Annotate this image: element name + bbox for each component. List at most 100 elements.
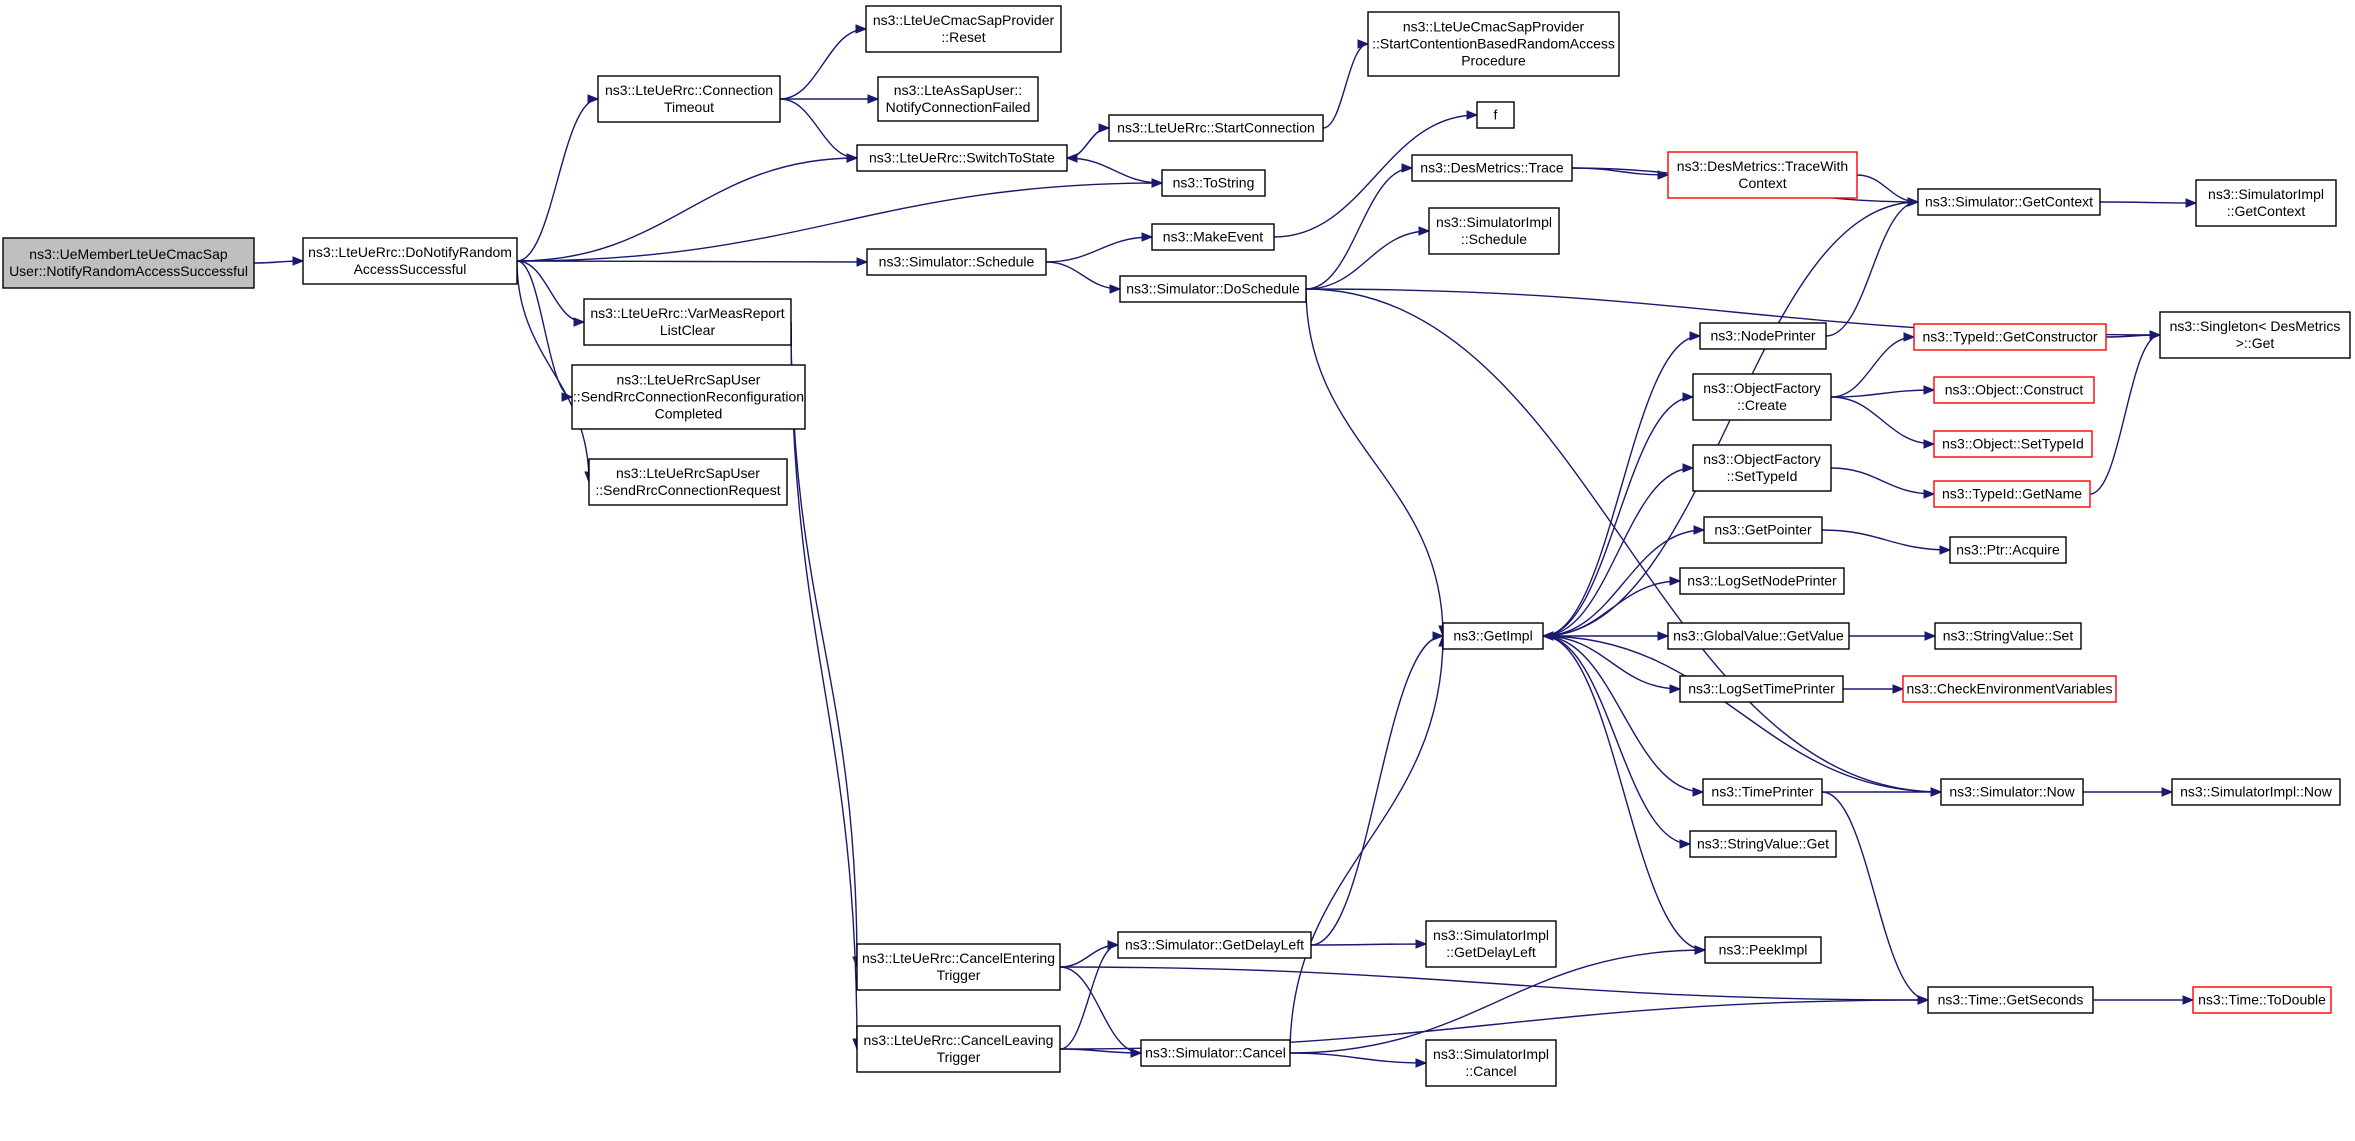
node-label: ns3::LteUeRrc::SwitchToState: [869, 150, 1055, 166]
node-box: [856, 144, 1068, 172]
node-srcrc[interactable]: ns3::LteUeRrcSapUser::SendRrcConnectionR…: [571, 364, 806, 430]
node-snow[interactable]: ns3::Simulator::Now: [1940, 778, 2084, 806]
node-cev[interactable]: ns3::CheckEnvironmentVariables: [1902, 675, 2117, 703]
node-nodep[interactable]: ns3::NodePrinter: [1699, 322, 1827, 350]
node-box: [1933, 430, 2093, 458]
node-ttd[interactable]: ns3::Time::ToDouble: [2192, 986, 2332, 1014]
edge-snow-to-getimpl: [1541, 631, 1942, 793]
node-tgn[interactable]: ns3::TypeId::GetName: [1933, 480, 2091, 508]
edge-ct-to-ncf: [779, 94, 880, 104]
edge-getimpl-to-nodep: [1542, 331, 1702, 637]
node-dmtrace[interactable]: ns3::DesMetrics::Trace: [1411, 154, 1573, 182]
node-root[interactable]: ns3::UeMemberLteUeCmacSapUser::NotifyRan…: [2, 237, 255, 289]
node-label: ns3::Time::ToDouble: [2198, 992, 2326, 1008]
edge-line: [1289, 635, 1444, 1054]
node-sigdl[interactable]: ns3::SimulatorImpl::GetDelayLeft: [1425, 920, 1557, 968]
edge-getimpl-to-ofc: [1542, 392, 1695, 637]
node-sinow[interactable]: ns3::SimulatorImpl::Now: [2171, 778, 2341, 806]
node-lsnp[interactable]: ns3::LogSetNodePrinter: [1679, 567, 1845, 595]
node-box: [1934, 622, 2082, 650]
node-label: ns3::Simulator::DoSchedule: [1126, 281, 1300, 297]
edge-arrowhead: [846, 153, 859, 163]
node-gvgv[interactable]: ns3::GlobalValue::GetValue: [1667, 622, 1850, 650]
node-svget[interactable]: ns3::StringValue::Get: [1689, 830, 1837, 858]
edge-arrowhead: [855, 24, 868, 34]
node-peek[interactable]: ns3::PeekImpl: [1704, 936, 1822, 964]
edge-line: [790, 321, 858, 1050]
node-tgc[interactable]: ns3::TypeId::GetConstructor: [1913, 323, 2107, 351]
edge-tp-to-tgs: [1821, 791, 1930, 1005]
edge-arrowhead: [573, 317, 586, 327]
edge-arrowhead: [1415, 939, 1428, 949]
node-sc[interactable]: ns3::LteUeRrc::StartConnection: [1108, 114, 1324, 142]
node-cmreset[interactable]: ns3::LteUeCmacSapProvider::Reset: [865, 5, 1062, 53]
node-singleton[interactable]: ns3::Singleton< DesMetrics >::Get: [2159, 311, 2351, 359]
node-label: ::Reset: [941, 29, 985, 45]
edge-line: [1322, 43, 1369, 129]
node-sicancel[interactable]: ns3::SimulatorImpl::Cancel: [1425, 1039, 1557, 1087]
edge-arrowhead: [1141, 232, 1154, 242]
node-label: ns3::LteAsSapUser::: [894, 82, 1022, 98]
node-sigetctx[interactable]: ns3::SimulatorImpl::GetContext: [2195, 179, 2337, 227]
node-box: [1161, 169, 1266, 197]
node-label: ns3::SimulatorImpl::Now: [2180, 784, 2333, 800]
node-scbra[interactable]: ns3::LteUeCmacSapProvider::StartContenti…: [1367, 11, 1620, 77]
node-lstp[interactable]: ns3::LogSetTimePrinter: [1679, 675, 1844, 703]
edge-arrowhead: [2161, 787, 2174, 797]
node-pacq[interactable]: ns3::Ptr::Acquire: [1949, 536, 2067, 564]
node-label: Context: [1738, 175, 1786, 191]
node-box: [1476, 101, 1515, 129]
node-getimpl[interactable]: ns3::GetImpl: [1442, 622, 1544, 650]
edge-line: [1305, 288, 1444, 637]
edge-arrowhead: [1682, 392, 1695, 402]
edge-arrowhead: [1924, 631, 1937, 641]
node-tostr[interactable]: ns3::ToString: [1161, 169, 1266, 197]
node-box: [1411, 154, 1573, 182]
node-ofsti[interactable]: ns3::ObjectFactory::SetTypeId: [1692, 444, 1832, 492]
edge-arrowhead: [1418, 226, 1431, 236]
node-ofc[interactable]: ns3::ObjectFactory::Create: [1692, 373, 1832, 421]
node-gptr[interactable]: ns3::GetPointer: [1703, 516, 1823, 544]
node-label: ns3::Simulator::Cancel: [1145, 1045, 1286, 1061]
node-srcr[interactable]: ns3::LteUeRrcSapUser::SendRrcConnectionR…: [588, 458, 788, 506]
edge-dnras-to-tostr: [516, 178, 1164, 262]
node-tp[interactable]: ns3::TimePrinter: [1702, 778, 1823, 806]
node-label: ns3::SimulatorImpl: [1433, 927, 1549, 943]
edge-line: [1310, 635, 1444, 946]
node-tgs[interactable]: ns3::Time::GetSeconds: [1927, 986, 2094, 1014]
node-label: Timeout: [664, 99, 714, 115]
edge-getimpl-to-lstp: [1542, 635, 1682, 694]
node-me[interactable]: ns3::MakeEvent: [1151, 223, 1275, 251]
node-svset[interactable]: ns3::StringValue::Set: [1934, 622, 2082, 650]
node-label: ns3::Simulator::GetDelayLeft: [1125, 937, 1304, 953]
edge-line: [516, 98, 599, 262]
node-box: [856, 1025, 1061, 1073]
edge-line: [1825, 201, 1919, 337]
node-scancel[interactable]: ns3::Simulator::Cancel: [1140, 1039, 1291, 1067]
node-sts[interactable]: ns3::LteUeRrc::SwitchToState: [856, 144, 1068, 172]
edge-tgn-to-singleton: [2089, 330, 2162, 495]
edge-line: [1542, 467, 1694, 637]
node-box: [1702, 778, 1823, 806]
edge-ofc-to-osti: [1830, 396, 1936, 449]
node-box: [1151, 223, 1275, 251]
node-box: [1140, 1039, 1291, 1067]
edge-arrowhead: [292, 256, 305, 266]
edge-line: [1045, 261, 1121, 290]
node-sisched[interactable]: ns3::SimulatorImpl::Schedule: [1428, 207, 1560, 255]
node-oconst[interactable]: ns3::Object::Construct: [1933, 376, 2095, 404]
edge-dsched-to-dmtrace: [1305, 163, 1414, 290]
node-dnras[interactable]: ns3::LteUeRrc::DoNotifyRandomAccessSucce…: [302, 237, 518, 285]
node-getctx[interactable]: ns3::Simulator::GetContext: [1917, 188, 2101, 216]
node-osti[interactable]: ns3::Object::SetTypeId: [1933, 430, 2093, 458]
node-sgdl[interactable]: ns3::Simulator::GetDelayLeft: [1117, 931, 1312, 959]
node-sched[interactable]: ns3::Simulator::Schedule: [866, 248, 1047, 276]
node-ncf[interactable]: ns3::LteAsSapUser::NotifyConnectionFaile…: [877, 76, 1039, 122]
node-dsched[interactable]: ns3::Simulator::DoSchedule: [1119, 275, 1307, 303]
node-f[interactable]: f: [1476, 101, 1515, 129]
